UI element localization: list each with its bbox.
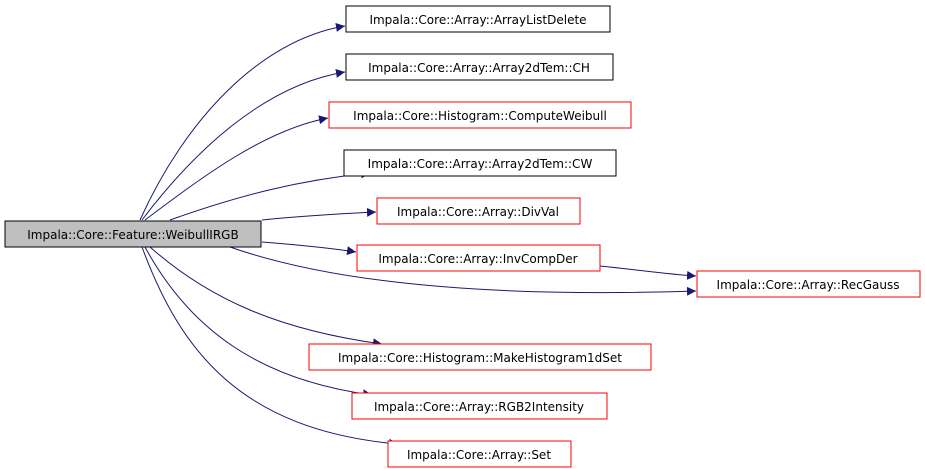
- edges: [139, 23, 697, 448]
- node-array-list-delete[interactable]: Impala::Core::Array::ArrayListDelete: [345, 5, 611, 33]
- node-array2dtem-cw[interactable]: Impala::Core::Array::Array2dTem::CW: [343, 149, 617, 177]
- edge-weibull-irgb-to-make-histogram-1d-set: [149, 246, 383, 348]
- node-array2dtem-ch[interactable]: Impala::Core::Array::Array2dTem::CH: [345, 53, 614, 81]
- node-compute-weibull[interactable]: Impala::Core::Histogram::ComputeWeibull: [328, 101, 632, 129]
- node-make-histogram-1d-set[interactable]: Impala::Core::Histogram::MakeHistogram1d…: [308, 343, 652, 371]
- node-rgb2-intensity[interactable]: Impala::Core::Array::RGB2Intensity: [351, 392, 608, 420]
- node-label: Impala::Core::Histogram::MakeHistogram1d…: [338, 351, 622, 365]
- node-label: Impala::Core::Array::Array2dTem::CW: [368, 157, 593, 171]
- node-label: Impala::Core::Array::InvCompDer: [378, 252, 577, 266]
- node-label: Impala::Core::Array::ArrayListDelete: [369, 13, 586, 27]
- node-label: Impala::Core::Array::RecGauss: [717, 278, 900, 292]
- node-label: Impala::Core::Histogram::ComputeWeibull: [353, 109, 607, 123]
- edge-weibull-irgb-to-array-list-delete: [139, 23, 346, 221]
- edge-weibull-irgb-to-rec-gauss: [229, 246, 697, 296]
- node-label: Impala::Core::Feature::WeibullIRGB: [27, 228, 238, 242]
- node-label: Impala::Core::Array::Set: [407, 448, 551, 462]
- node-array-set[interactable]: Impala::Core::Array::Set: [387, 440, 572, 468]
- node-weibull-irgb[interactable]: Impala::Core::Feature::WeibullIRGB: [4, 220, 262, 248]
- node-inv-comp-der[interactable]: Impala::Core::Array::InvCompDer: [356, 244, 601, 272]
- edge-weibull-irgb-to-array-set: [141, 246, 399, 448]
- edge-weibull-irgb-to-compute-weibull: [144, 115, 329, 221]
- edge-weibull-irgb-to-div-val: [261, 207, 377, 221]
- edge-weibull-irgb-to-inv-comp-der: [261, 241, 357, 256]
- edge-weibull-irgb-to-array2dtem-ch: [141, 69, 346, 221]
- edge-weibull-irgb-to-rgb2-intensity: [144, 246, 373, 399]
- node-label: Impala::Core::Array::RGB2Intensity: [374, 400, 584, 414]
- node-rec-gauss[interactable]: Impala::Core::Array::RecGauss: [696, 270, 921, 298]
- node-label: Impala::Core::Array::Array2dTem::CH: [368, 61, 590, 75]
- node-label: Impala::Core::Array::DivVal: [397, 205, 559, 219]
- node-div-val[interactable]: Impala::Core::Array::DivVal: [376, 197, 581, 225]
- edge-inv-comp-der-to-rec-gauss: [599, 265, 697, 280]
